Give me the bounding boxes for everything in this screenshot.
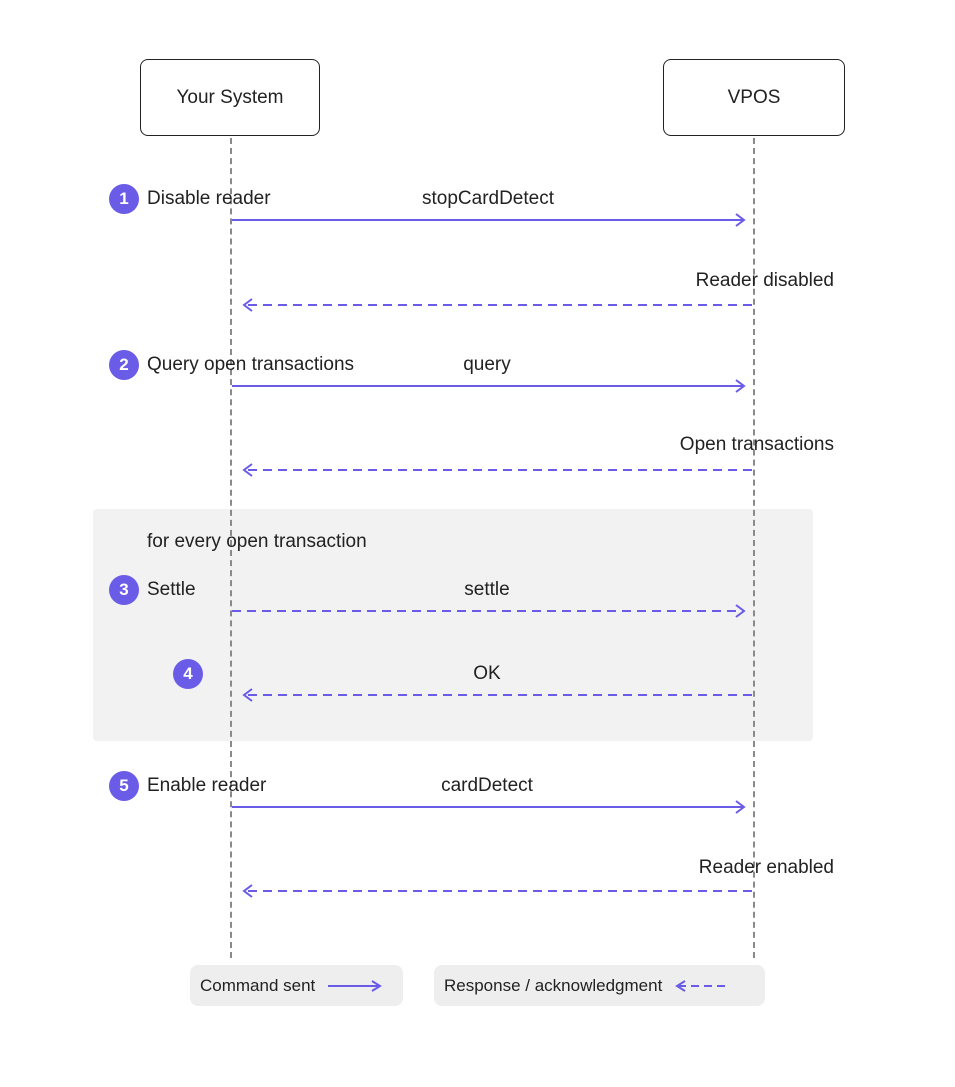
legend-command-label: Command sent [200,975,316,995]
message-ok-label: OK [473,663,501,684]
step-5-label: Enable reader [147,775,267,796]
arrowhead-icon [242,463,253,477]
arrowhead-icon [735,800,746,814]
arrowhead-icon [242,884,253,898]
actor-your-system: Your System [140,59,320,136]
message-reader-enabled-label: Reader enabled [698,857,834,878]
actor-your-system-label: Your System [176,86,284,108]
step-3-badge: 3 [109,575,139,605]
step-2-label: Query open transactions [147,354,355,375]
solid-arrow-icon [328,979,383,992]
step-4-badge: 4 [173,659,203,689]
arrowhead-icon [242,688,253,702]
legend-response: Response / acknowledgment [434,965,765,1006]
step-5-badge: 5 [109,771,139,801]
actor-vpos-label: VPOS [727,86,781,108]
arrowhead-icon [735,604,746,618]
step-1-badge: 1 [109,184,139,214]
legend-response-label: Response / acknowledgment [444,975,663,995]
loop-frame [93,509,813,741]
actor-vpos: VPOS [663,59,845,136]
dashed-arrow-icon [675,979,730,992]
loop-label: for every open transaction [147,531,367,552]
message-query-label: query [463,354,511,375]
arrowhead-icon [242,298,253,312]
step-2-badge: 2 [109,350,139,380]
message-stopcarddetect-label: stopCardDetect [421,188,555,209]
message-settle-label: settle [464,579,510,600]
step-1-label: Disable reader [147,188,271,209]
lifeline-vpos [753,138,755,958]
legend-command: Command sent [190,965,403,1006]
arrowhead-icon [735,379,746,393]
message-open-transactions-label: Open transactions [679,434,834,455]
message-reader-disabled-label: Reader disabled [695,270,834,291]
step-3-label: Settle [147,579,196,600]
lifeline-your-system [230,138,232,958]
message-carddetect-label: cardDetect [441,775,533,796]
arrowhead-icon [735,213,746,227]
